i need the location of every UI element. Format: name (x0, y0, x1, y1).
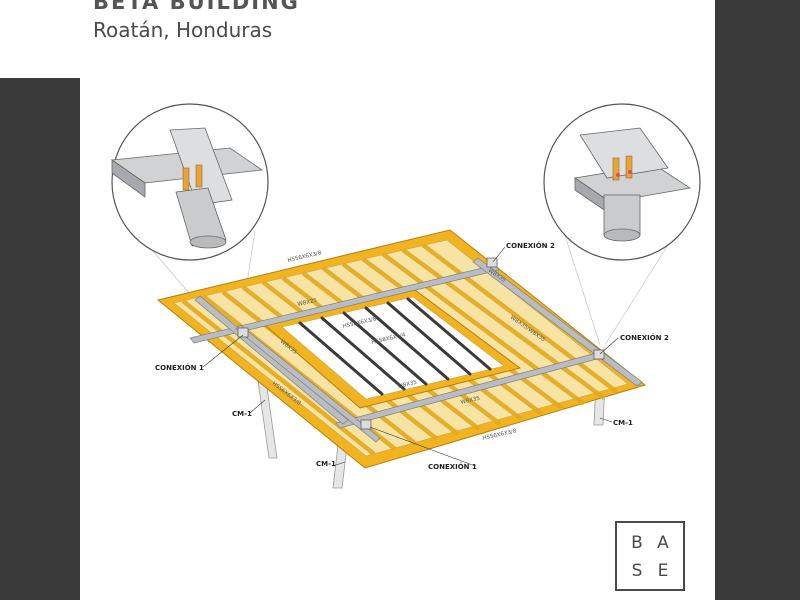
detail-circle-right (543, 103, 701, 261)
logo-letter-b: B (631, 533, 643, 553)
connection-markers (237, 257, 605, 430)
member-label-w8-bottom: W8X35 (460, 396, 481, 406)
label-conexion-1-left: CONEXIÓN 1 (155, 363, 204, 372)
label-cm1-left: CM-1 (232, 410, 252, 418)
label-conexion-1-bottom: CONEXIÓN 1 (428, 462, 477, 471)
page-title: BETA BUILDING (93, 0, 300, 14)
logo-letter-e: E (657, 561, 669, 581)
base-logo: B A S E (615, 521, 685, 591)
logo-letter-a: A (657, 533, 669, 553)
opening-braces (298, 297, 492, 396)
right-dark-band (715, 0, 800, 600)
label-conexion-2-right: CONEXIÓN 2 (620, 333, 669, 342)
logo-letter-s: S (631, 561, 643, 581)
detail-circle-left (110, 103, 269, 261)
member-label-w8-inner-bottom: W8X35 (397, 380, 418, 390)
label-cm1-right: CM-1 (613, 419, 633, 427)
member-label-w8-center: W8X25 (297, 298, 318, 308)
central-opening (281, 296, 505, 400)
page-subtitle: Roatán, Honduras (93, 18, 273, 42)
label-conexion-2-top: CONEXIÓN 2 (506, 241, 555, 250)
left-dark-band (0, 78, 80, 600)
label-cm1-bottom: CM-1 (316, 460, 336, 468)
structural-isometric-diagram: CONEXIÓN 2 CONEXIÓN 2 CONEXIÓN 1 CONEXIÓ… (110, 103, 701, 489)
leader-lines (202, 246, 619, 467)
